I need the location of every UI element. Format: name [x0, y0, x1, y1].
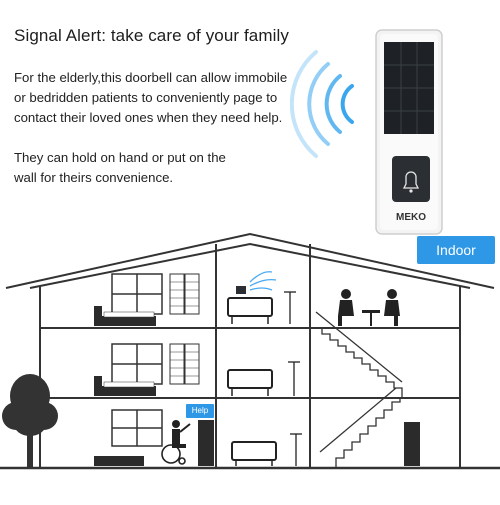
- sofa-icon: [227, 297, 277, 461]
- signal-waves-icon: [289, 50, 354, 158]
- staircase-icon: [315, 311, 403, 468]
- door-icon: [198, 420, 420, 466]
- paragraph-elderly: For the elderly,this doorbell can allow …: [14, 68, 287, 128]
- indoor-label: Indoor: [417, 236, 495, 264]
- wheelchair-icon: [161, 444, 186, 465]
- headline: Signal Alert: take care of your family: [14, 26, 289, 45]
- bell-icon: [402, 171, 420, 193]
- paragraph-line: For the elderly,this doorbell can allow …: [14, 70, 288, 85]
- paragraph-line: wall for theirs convenience.: [14, 170, 174, 185]
- doorbell-transmitter: MEKO: [289, 18, 495, 253]
- window-icon: [111, 273, 163, 447]
- receiver-icon: [236, 271, 277, 294]
- tree-icon: [2, 374, 58, 468]
- paragraph-convenience: They can hold on hand or put on the wall…: [14, 148, 226, 188]
- lamp-icon: [284, 291, 302, 466]
- family-icon: [338, 289, 400, 326]
- house-illustration: [0, 220, 500, 500]
- brand-logo: MEKO: [396, 212, 426, 223]
- help-label: Help: [186, 404, 214, 418]
- paragraph-line: or bedridden patients to conveniently pa…: [14, 90, 278, 105]
- paragraph-line: contact their loved ones when they need …: [14, 110, 283, 125]
- bed-icon: [94, 306, 156, 466]
- paragraph-line: They can hold on hand or put on the: [14, 150, 226, 165]
